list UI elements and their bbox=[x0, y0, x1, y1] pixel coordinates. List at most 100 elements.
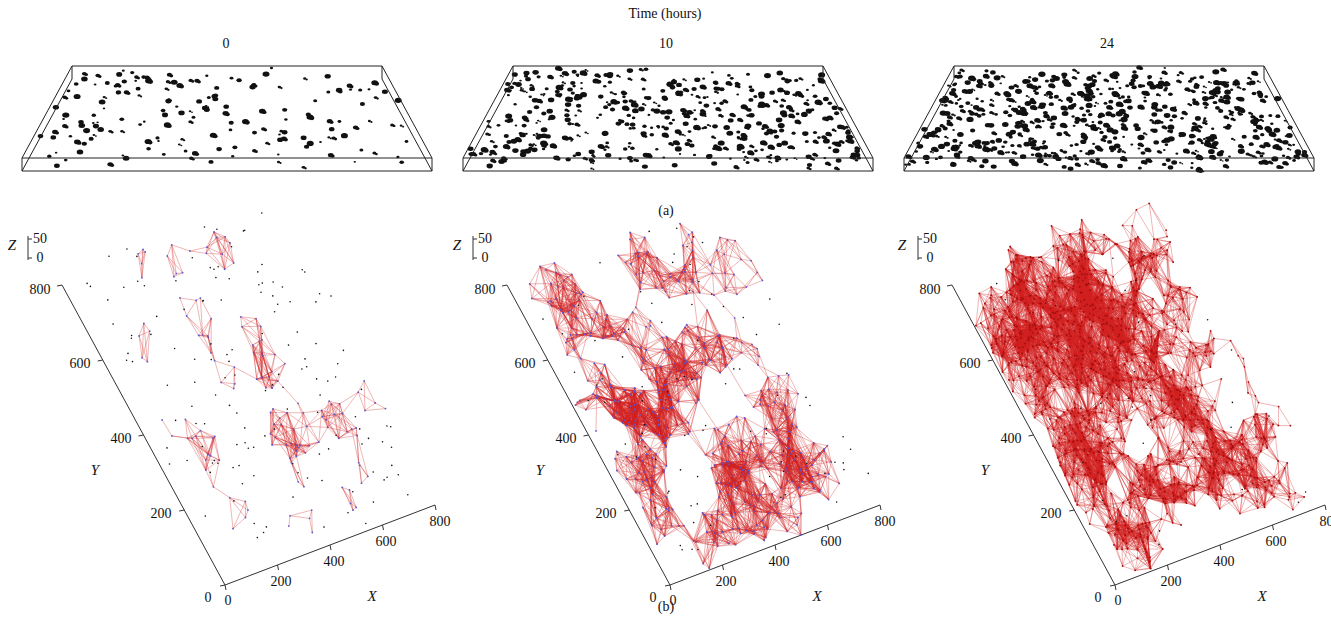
cell-blob bbox=[782, 113, 788, 117]
cell-blob bbox=[565, 118, 571, 123]
cell-blob bbox=[81, 77, 88, 82]
cell-blob bbox=[1087, 99, 1090, 102]
cell-blob bbox=[1077, 72, 1080, 74]
cell-blob bbox=[97, 127, 104, 132]
cell-blob bbox=[213, 94, 218, 98]
cell-blob bbox=[547, 109, 553, 114]
cell-blob bbox=[195, 152, 199, 156]
cell-blob bbox=[191, 80, 194, 83]
cell-blob bbox=[1189, 134, 1195, 139]
network-node bbox=[358, 462, 360, 464]
cell-blob bbox=[1205, 87, 1207, 89]
cell-blob bbox=[85, 73, 88, 76]
cell-blob bbox=[62, 118, 65, 120]
axis-line bbox=[330, 545, 331, 550]
cell-blob bbox=[1088, 92, 1093, 96]
cell-blob bbox=[794, 79, 798, 82]
cell-blob bbox=[1012, 100, 1015, 102]
cell-blob bbox=[204, 108, 210, 112]
cell-blob bbox=[270, 67, 273, 69]
cell-blob bbox=[1135, 126, 1141, 131]
cell-blob bbox=[1097, 72, 1101, 75]
cell-blob bbox=[1241, 145, 1245, 148]
cell-blob bbox=[155, 136, 159, 139]
cell-blob bbox=[815, 154, 818, 157]
cell-blob bbox=[506, 146, 511, 150]
cell-blob bbox=[137, 77, 140, 80]
cell-blob bbox=[141, 75, 146, 79]
network-node bbox=[285, 444, 287, 446]
cell-blob bbox=[944, 111, 951, 116]
cell-blob bbox=[952, 129, 955, 131]
cell-blob bbox=[497, 124, 501, 127]
cell-blob bbox=[1237, 81, 1239, 83]
cell-blob bbox=[976, 98, 979, 100]
network-node bbox=[289, 458, 291, 460]
cell-blob bbox=[1103, 139, 1106, 142]
cell-blob bbox=[959, 105, 964, 109]
network-node bbox=[205, 252, 207, 254]
cell-blob bbox=[642, 164, 648, 168]
cell-blob bbox=[1063, 124, 1068, 128]
cell-blob bbox=[775, 101, 778, 103]
cell-blob bbox=[747, 127, 750, 130]
cell-blob bbox=[648, 114, 651, 116]
cell-blob bbox=[562, 81, 565, 83]
cell-blob bbox=[1117, 164, 1123, 168]
cell-blob bbox=[691, 87, 696, 91]
cell-blob bbox=[1016, 85, 1019, 88]
cell-blob bbox=[942, 126, 945, 128]
network-node bbox=[205, 459, 207, 461]
cell-blob bbox=[123, 131, 125, 133]
cell-blob bbox=[1086, 109, 1091, 113]
cell-blob bbox=[1107, 140, 1112, 144]
cell-blob bbox=[1164, 72, 1168, 75]
network-node bbox=[256, 378, 258, 380]
cell-blob bbox=[399, 161, 404, 164]
cell-blob bbox=[728, 118, 734, 122]
cell-blob bbox=[1138, 147, 1141, 149]
cell-blob bbox=[840, 108, 843, 111]
cell-blob bbox=[180, 145, 182, 147]
cell-blob bbox=[574, 115, 577, 117]
network-node bbox=[245, 517, 247, 519]
cell-blob bbox=[1213, 135, 1217, 138]
network-node bbox=[171, 244, 173, 246]
cell-blob bbox=[400, 125, 403, 127]
cell-blob bbox=[580, 87, 583, 89]
cell-blob bbox=[122, 70, 125, 72]
cell-blob bbox=[957, 72, 961, 75]
cell-blob bbox=[94, 83, 97, 85]
cell-blob bbox=[660, 89, 665, 93]
cell-blob bbox=[1221, 82, 1225, 85]
cell-blob bbox=[779, 128, 784, 132]
cell-blob bbox=[338, 120, 342, 123]
cell-blob bbox=[598, 95, 603, 99]
cell-blob bbox=[1249, 83, 1252, 85]
cell-blob bbox=[660, 110, 666, 115]
network-edges bbox=[138, 232, 385, 533]
cell-blob bbox=[1163, 149, 1166, 151]
cell-blob bbox=[83, 128, 90, 133]
cell-blob bbox=[694, 118, 698, 121]
cell-blob bbox=[991, 164, 997, 168]
network-node bbox=[138, 335, 140, 337]
cell-blob bbox=[268, 143, 271, 145]
cell-blob bbox=[1073, 103, 1076, 105]
cell-blob bbox=[764, 73, 771, 78]
isolated-node bbox=[205, 515, 207, 517]
cell-blob bbox=[779, 89, 782, 91]
cell-blob bbox=[1239, 108, 1244, 112]
cell-blob bbox=[1046, 115, 1050, 118]
cell-blob bbox=[571, 123, 574, 125]
cell-blob bbox=[703, 86, 707, 90]
network-node bbox=[185, 419, 187, 421]
network-node bbox=[234, 383, 236, 385]
cell-blob bbox=[1008, 105, 1011, 107]
cell-blob bbox=[926, 132, 931, 136]
cell-blob bbox=[958, 151, 962, 154]
cell-blob bbox=[1114, 76, 1118, 80]
cell-blob bbox=[553, 145, 558, 149]
cell-blob bbox=[208, 160, 213, 164]
cell-blob bbox=[515, 125, 518, 127]
